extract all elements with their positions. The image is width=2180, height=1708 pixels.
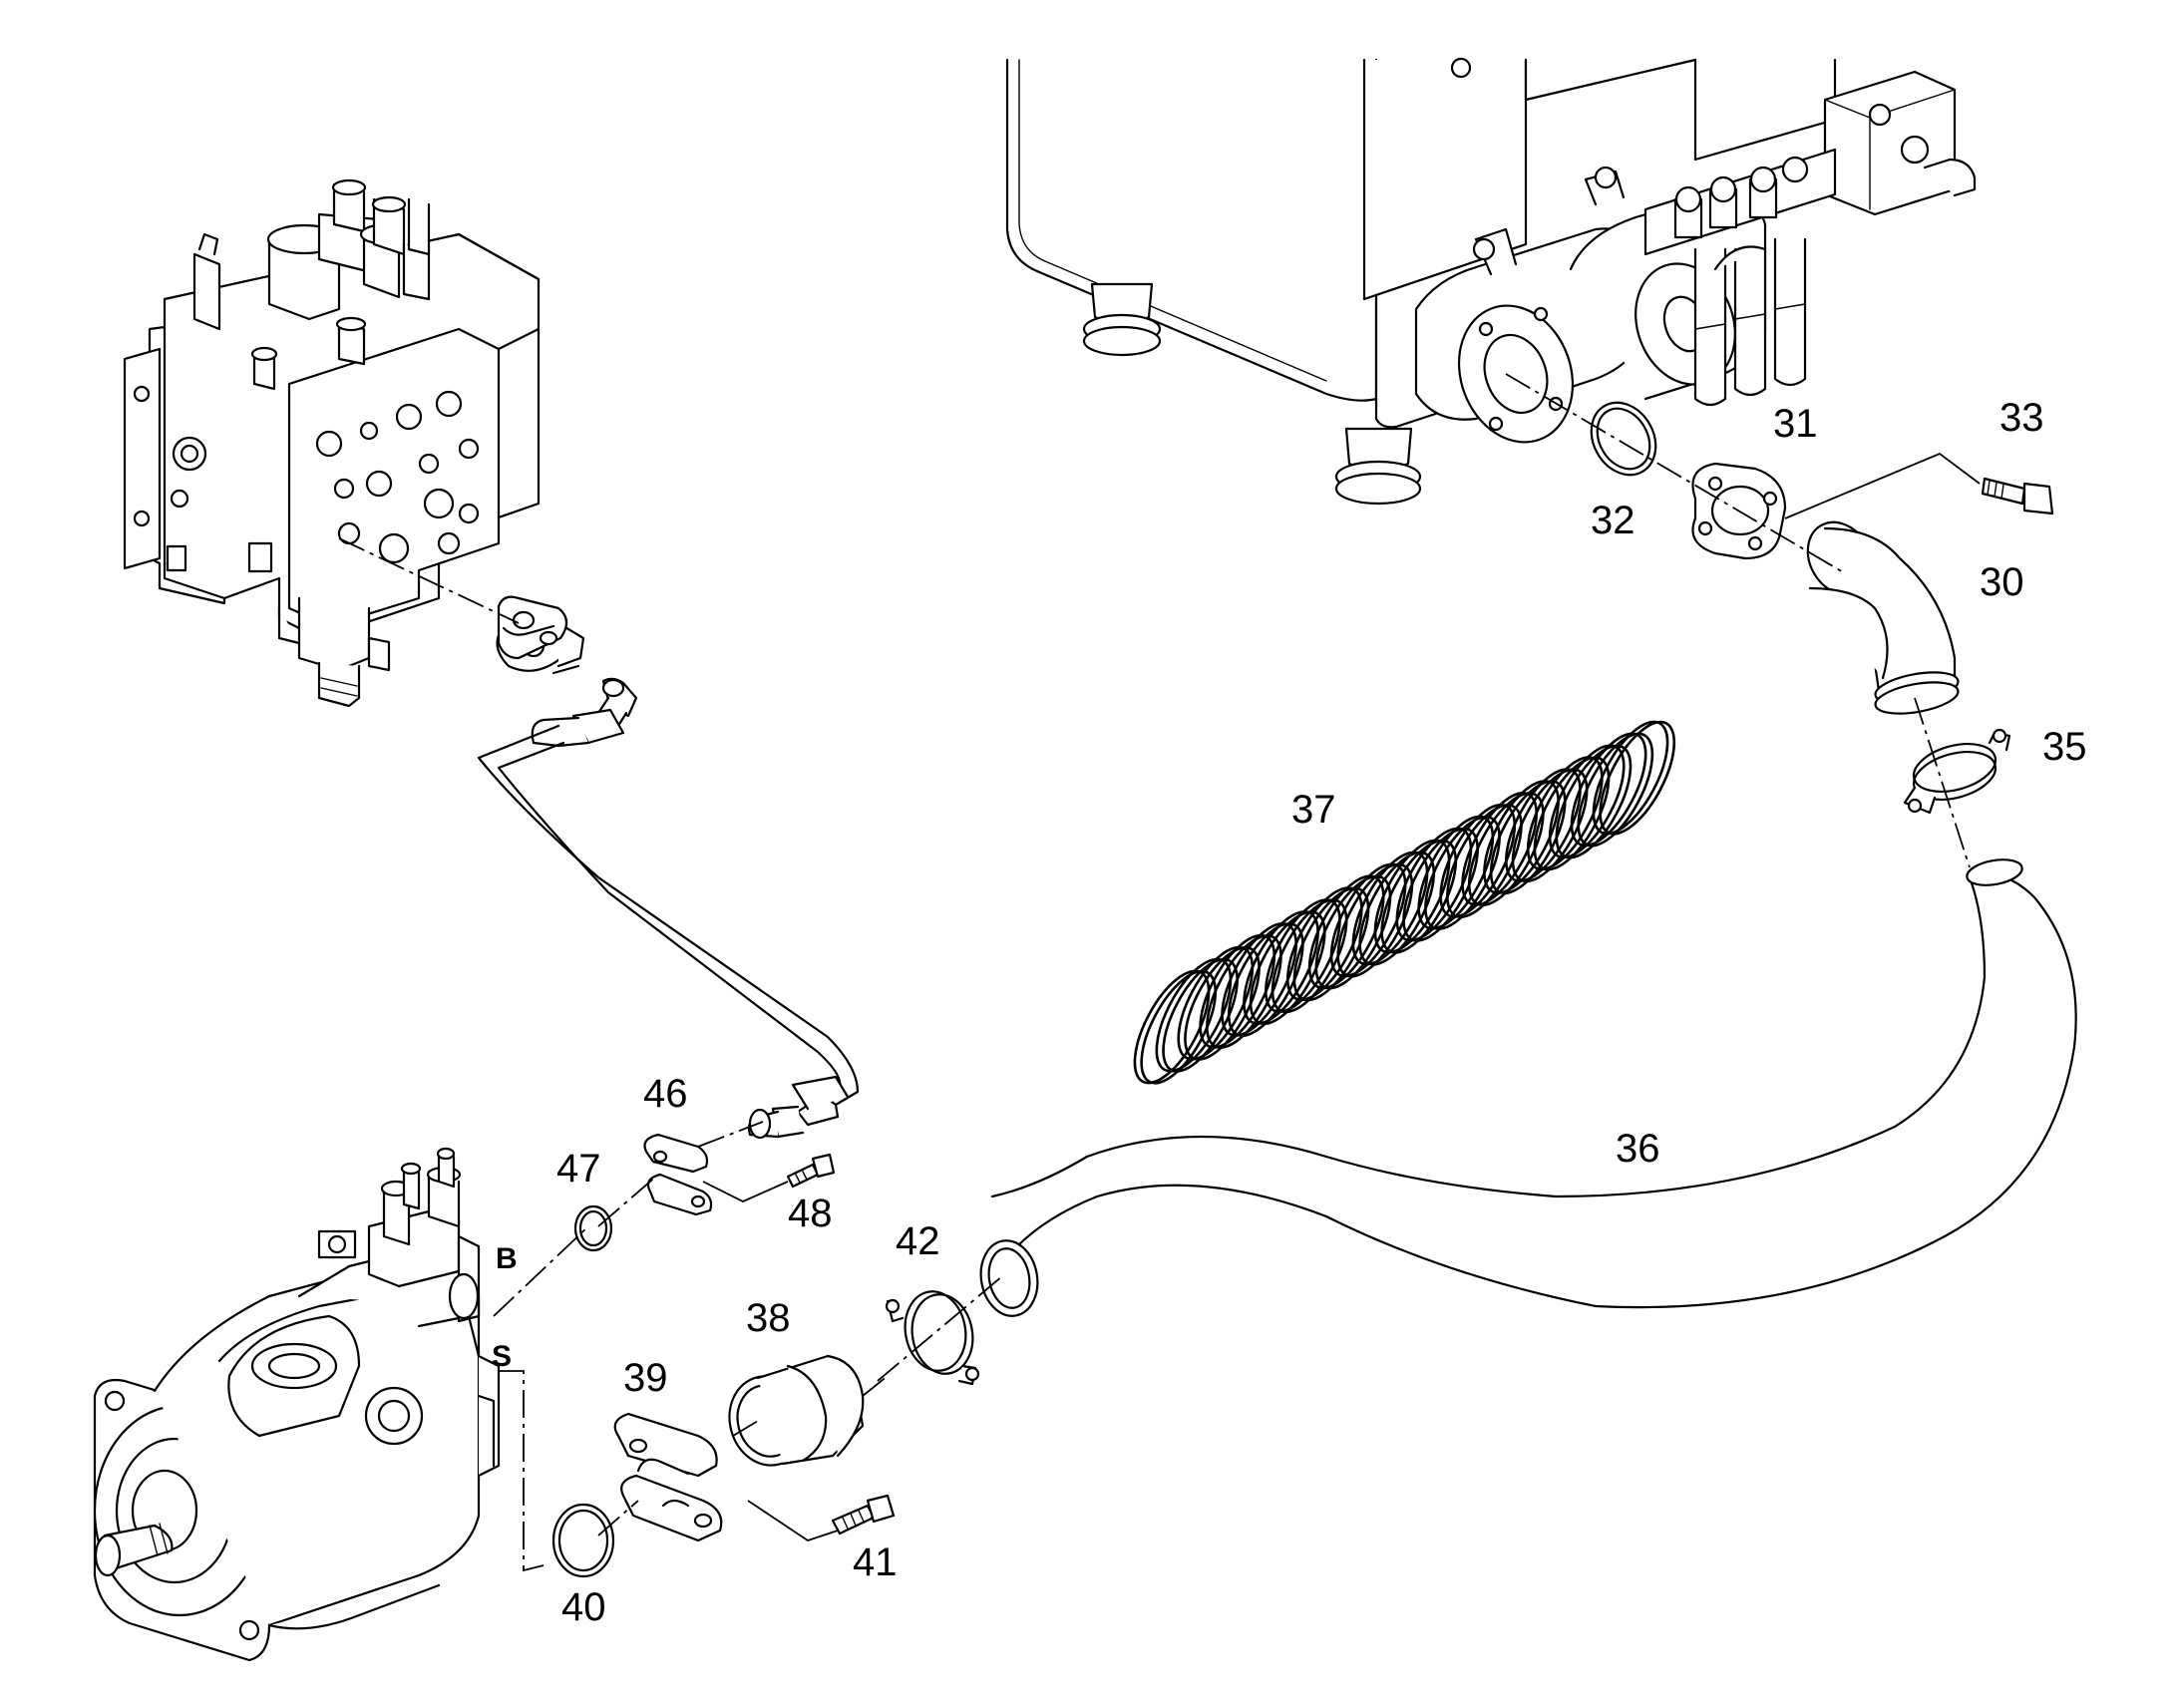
valve-flange xyxy=(497,595,568,660)
callout-labels: 30 31 32 33 35 36 37 38 39 40 41 42 46 4… xyxy=(556,396,2087,1629)
bolt-41 xyxy=(831,1494,896,1536)
split-flange-46 xyxy=(643,1133,713,1216)
elbow-fitting xyxy=(1806,520,1960,715)
spring-coil xyxy=(1555,744,1633,859)
callout-39: 39 xyxy=(623,1356,668,1400)
hydraulic-pump xyxy=(93,1147,501,1662)
callout-48: 48 xyxy=(788,1192,833,1235)
port-labels: B S xyxy=(492,1242,518,1373)
o-ring-47 xyxy=(573,1204,613,1252)
callout-41: 41 xyxy=(853,1540,898,1584)
callout-30: 30 xyxy=(1980,560,2024,604)
hose-clamp-42 xyxy=(885,1290,980,1386)
hose-clamp-35 xyxy=(1903,728,2011,815)
suction-hose xyxy=(979,858,2077,1317)
spring-coil xyxy=(1599,720,1676,836)
port-label-s: S xyxy=(492,1340,512,1373)
assembly-leader-lines xyxy=(338,373,1981,1572)
callout-31: 31 xyxy=(1773,402,1818,446)
bolt-48 xyxy=(786,1153,836,1189)
protective-spring xyxy=(1133,720,1676,1085)
bolt-33 xyxy=(1981,477,2054,515)
callout-47: 47 xyxy=(556,1147,601,1191)
hose-adapter-38 xyxy=(728,1354,865,1467)
callout-35: 35 xyxy=(2042,725,2087,769)
callout-32: 32 xyxy=(1591,499,1635,542)
callout-46: 46 xyxy=(643,1072,688,1116)
o-ring-40 xyxy=(551,1503,615,1578)
hydraulic-tank xyxy=(1005,57,1977,506)
callout-38: 38 xyxy=(746,1296,791,1340)
port-label-b: B xyxy=(496,1242,518,1275)
callout-36: 36 xyxy=(1616,1127,1660,1171)
o-ring-32 xyxy=(1590,401,1657,477)
callout-40: 40 xyxy=(561,1585,606,1629)
spring-coil xyxy=(1577,732,1654,848)
callout-37: 37 xyxy=(1291,788,1336,832)
control-valve-block xyxy=(123,178,541,708)
split-flange-39 xyxy=(613,1412,723,1542)
callout-42: 42 xyxy=(896,1219,940,1263)
callout-33: 33 xyxy=(1999,396,2044,440)
pressure-line-pipe xyxy=(477,608,860,1140)
